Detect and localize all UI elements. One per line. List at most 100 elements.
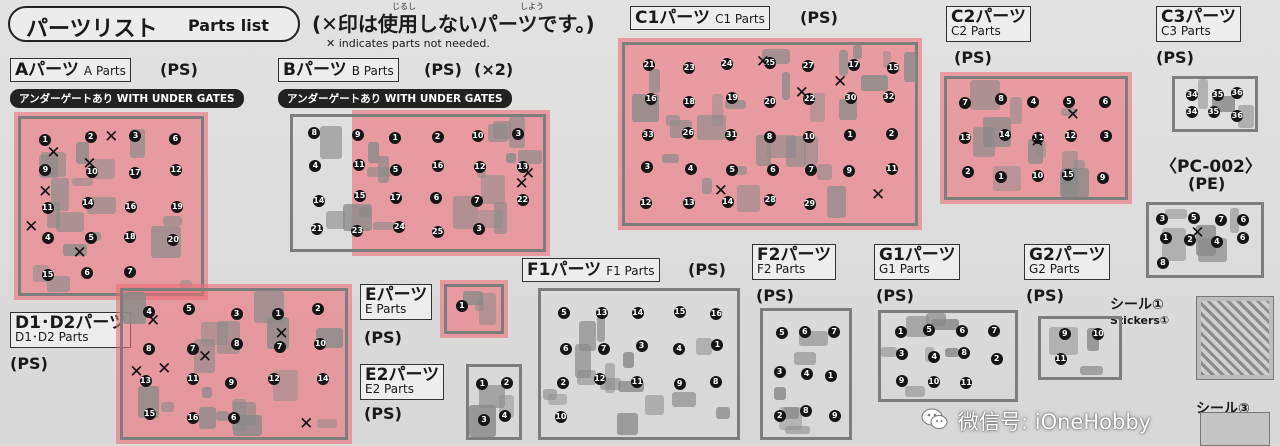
c2-part-number: 9 (1096, 171, 1109, 184)
c2-part-number: 11 (1032, 132, 1045, 145)
b-part-shape (480, 175, 505, 205)
unused-parts-note: (✕印は使用しないパーツです。) (312, 8, 595, 37)
b-part-number: 22 (516, 194, 529, 207)
e2-part-number: 3 (478, 413, 490, 426)
label-c1-parts: C1パーツ C1 Parts (630, 6, 770, 30)
b-part-shape (494, 202, 507, 235)
c1-part-number: 15 (887, 61, 900, 74)
f1-part-number: 3 (635, 340, 648, 353)
pc-material: (PE) (1188, 174, 1226, 193)
f2-part-number: 7 (828, 326, 841, 339)
f1-part-shape (617, 413, 638, 436)
b-jp: Bパーツ (283, 60, 347, 80)
c1-part-shape (736, 185, 761, 213)
watermark-text: 微信号: iOneHobby (958, 410, 1152, 434)
b-part-number: 12 (473, 161, 486, 174)
c1-part-number: 33 (642, 129, 655, 142)
d-unused-mark: ✕ (274, 323, 289, 344)
e2-part-number: 4 (498, 409, 511, 422)
c1-part-shape (781, 71, 791, 100)
d-part-shape (160, 402, 174, 412)
d-unused-mark: ✕ (129, 362, 144, 383)
f2-part-number: 2 (773, 410, 786, 423)
f1-part-shape (715, 406, 730, 419)
pc-label: 〈PC-002〉 (1160, 157, 1262, 177)
d-part-number: 13 (139, 374, 152, 387)
c1-part-number: 8 (763, 130, 776, 143)
b-part-number: 15 (353, 189, 366, 202)
c1-part-number: 3 (641, 161, 654, 174)
c1-part-number: 12 (639, 196, 652, 209)
d-unused-mark: ✕ (145, 310, 161, 331)
c2-part-number: 13 (959, 132, 972, 145)
c1-part-number: 13 (683, 196, 696, 209)
c3-part-number: 34 (1185, 106, 1198, 119)
f1-part-shape (644, 394, 664, 415)
a-unused-mark: ✕ (24, 216, 39, 237)
e2-material: (PS) (364, 404, 402, 423)
e2-runner-frame (466, 364, 522, 440)
d-runner-frame (120, 288, 348, 440)
c3-part-number: 35 (1211, 88, 1224, 101)
a-unused-mark: ✕ (82, 153, 97, 174)
c2-unused-mark: ✕ (1065, 104, 1081, 125)
b-en: B Parts (351, 64, 394, 78)
c2-runner-frame (944, 76, 1128, 200)
f2-part-shape (784, 425, 811, 434)
b-part-number: 9 (351, 129, 364, 142)
d-part-number: 5 (183, 302, 196, 315)
c1-part-number: 23 (683, 61, 696, 74)
d-part-number: 8 (142, 343, 155, 356)
c1-part-shape (696, 114, 726, 141)
g1-jp: G1パーツ (879, 245, 956, 265)
e2-part-number: 2 (500, 377, 513, 390)
f1-part-shape (617, 380, 644, 393)
b-part-shape (368, 141, 379, 163)
c2-part-shape (1060, 107, 1078, 116)
b-part-number: 16 (431, 159, 444, 172)
c1-part-number: 14 (721, 195, 734, 208)
b-part-shape (359, 206, 371, 219)
f2-part-shape (794, 351, 817, 365)
ruby-shiyou: しよう (520, 2, 544, 11)
c1-part-number: 2 (885, 127, 898, 140)
pc-unused-mark: ✕ (1190, 222, 1205, 243)
b-part-number: 17 (389, 191, 402, 204)
g2-part-shape (1086, 327, 1099, 352)
f1-part-number: 8 (709, 376, 722, 389)
c1-part-number: 22 (803, 93, 816, 106)
c2-part-number: 3 (1100, 130, 1113, 143)
a-part-number: 20 (167, 233, 180, 246)
e-highlight (440, 280, 508, 338)
d-part-number: 1 (272, 307, 285, 320)
d-jp: D1･D2パーツ (15, 313, 127, 333)
pc-part-number: 3 (1156, 213, 1169, 226)
f2-part-number: 5 (775, 326, 788, 339)
d-part-shape (201, 386, 212, 398)
a-part-number: 17 (128, 166, 141, 179)
b-runner-frame (290, 114, 546, 252)
d-unused-mark: ✕ (197, 346, 213, 367)
b-part-number: 14 (312, 194, 325, 207)
pc-part-number: 6 (1237, 214, 1250, 227)
d-part-shape (233, 415, 262, 437)
c1-part-number: 29 (803, 197, 816, 210)
f1-part-shape (575, 344, 591, 378)
pc-part-number: 2 (1184, 234, 1197, 247)
b-part-number: 3 (473, 223, 486, 236)
a-part-number: 14 (81, 197, 94, 210)
f1-part-shape (597, 311, 606, 342)
f1-part-number: 6 (559, 343, 572, 356)
f1-part-number: 12 (593, 372, 606, 385)
c1-unused-mark: ✕ (713, 181, 728, 202)
g1-part-number: 1 (894, 325, 907, 338)
g1-runner-frame (878, 310, 1018, 402)
c1-part-shape (648, 69, 660, 93)
c3-jp: C3パーツ (1161, 7, 1236, 27)
sticker1-jp: シール① (1110, 297, 1164, 313)
